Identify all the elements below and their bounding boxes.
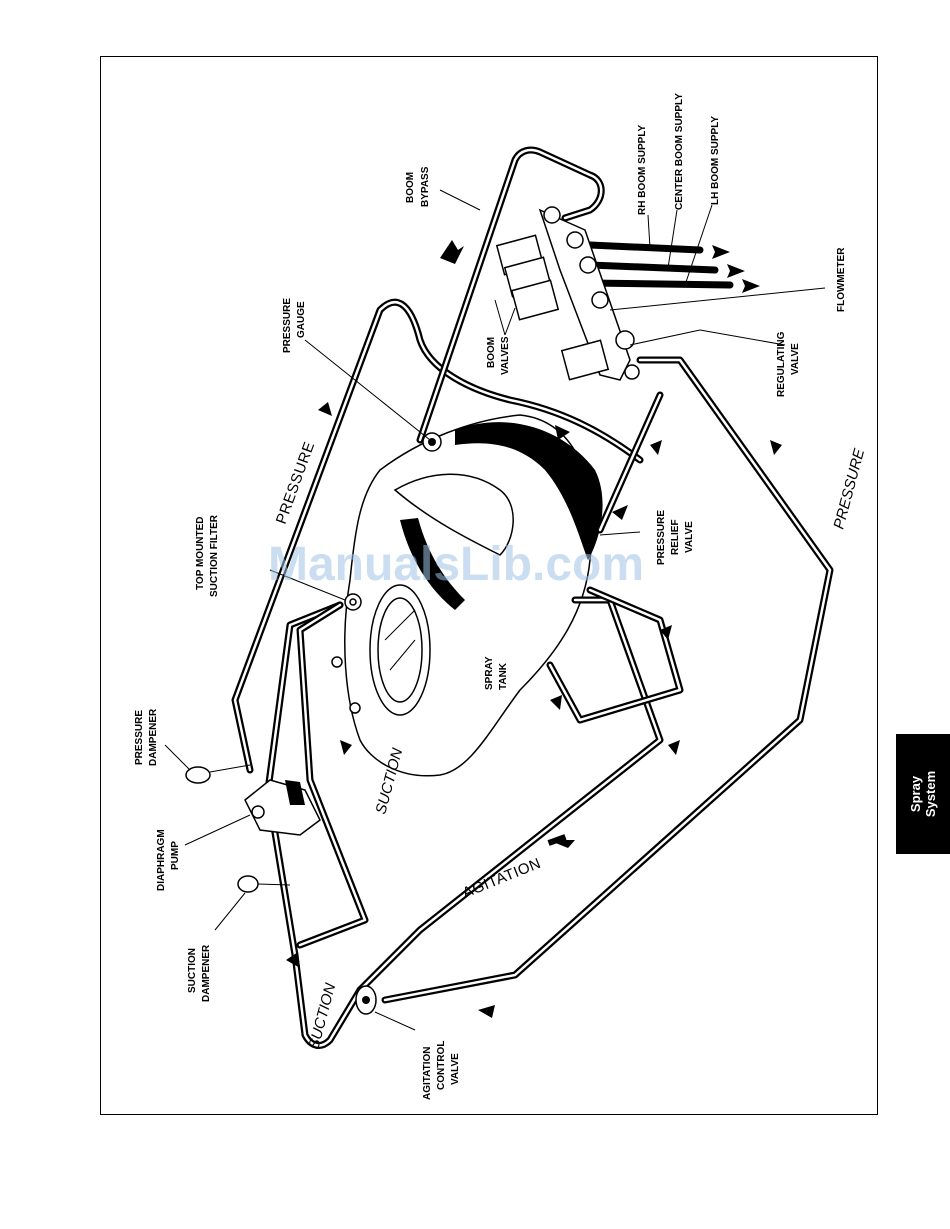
center-boom-supply-label: CENTER BOOM SUPPLY (674, 93, 685, 210)
section-tab (896, 734, 950, 854)
pressure-gauge (422, 432, 442, 452)
pressure-right-label: PRESSURE (830, 446, 868, 531)
flowmeter-label: FLOWMETER (836, 247, 847, 312)
rh-boom-supply-label: RH BOOM SUPPLY (637, 124, 648, 215)
diagram-frame (100, 56, 878, 1115)
diaphragm-pump (244, 779, 321, 836)
watermark: ManualsLib.com (268, 538, 644, 591)
pressure-relief-valve-label-3: VALVE (684, 521, 695, 553)
component-labels: RH BOOM SUPPLY CENTER BOOM SUPPLY LH BOO… (134, 93, 847, 1100)
section-tab-label: Spray System (908, 771, 938, 817)
boom-bypass-label-1: BOOM (405, 172, 416, 203)
spray-tank (331, 414, 603, 777)
boom-bypass-label-2: BYPASS (420, 166, 431, 207)
pressure-relief-valve-label-1: PRESSURE (656, 510, 667, 565)
pressure-relief-valve-label-2: RELIEF (670, 519, 681, 555)
boom-manifold (495, 206, 640, 381)
regulating-valve-label-1: REGULATING (776, 331, 787, 397)
pressure-dampener-label-2: DAMPENER (148, 708, 159, 766)
suction-low-label: SUCTION (305, 981, 339, 1051)
pressure-gauge-label-2: GAUGE (296, 301, 307, 338)
pressure-gauge-label-1: PRESSURE (282, 298, 293, 353)
suction-dampener (237, 875, 291, 893)
flow-arrows (286, 240, 782, 1018)
spray-tank-label-1: SPRAY (484, 656, 495, 690)
pressure-left-label: PRESSURE (273, 439, 319, 526)
hose-network (231, 146, 834, 1049)
agitation-valve-label-2: CONTROL (436, 1041, 447, 1090)
pressure-dampener (185, 764, 251, 784)
leader-lines (164, 189, 826, 1031)
suction-filter-label-2: SUCTION FILTER (209, 514, 220, 597)
diaphragm-pump-label-2: PUMP (170, 841, 181, 870)
boom-supply-arrows (712, 245, 760, 293)
diaphragm-pump-label-1: DIAPHRAGM (156, 829, 167, 891)
spray-tank-label-2: TANK (498, 662, 509, 690)
agitation-valve-label-3: VALVE (450, 1053, 461, 1085)
suction-dampener-label-1: SUCTION (187, 948, 198, 993)
boom-valves-label-2: VALVES (500, 336, 511, 375)
pressure-dampener-label-1: PRESSURE (134, 710, 145, 765)
section-tab-line1: Spray (908, 775, 923, 813)
top-mounted-suction-filter (344, 593, 362, 611)
agitation-control-valve (355, 985, 377, 1015)
section-tab-line2: System (923, 770, 938, 818)
suction-filter-label-1: TOP MOUNTED (195, 516, 206, 590)
regulating-valve-label-2: VALVE (790, 343, 801, 375)
lh-boom-supply-label: LH BOOM SUPPLY (710, 116, 721, 205)
suction-dampener-label-2: DAMPENER (201, 944, 212, 1002)
agitation-valve-label-1: AGITATION (422, 1046, 433, 1100)
boom-valves-label-1: BOOM (486, 337, 497, 368)
